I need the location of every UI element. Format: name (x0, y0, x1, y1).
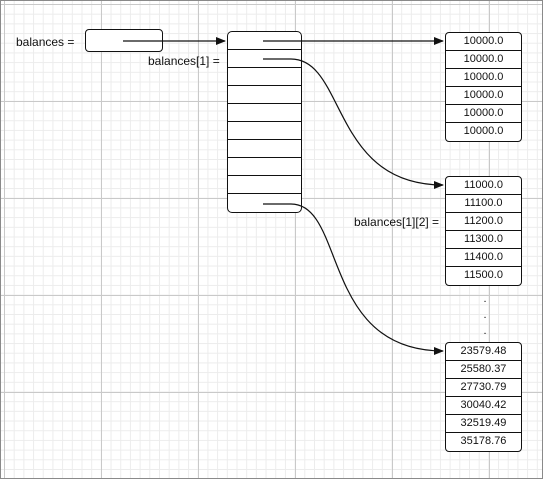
balances-label: balances = (16, 35, 75, 49)
row-array-0: 10000.0 10000.0 10000.0 10000.0 10000.0 … (445, 32, 522, 142)
row-last-cell: 35178.76 (460, 435, 507, 447)
reference-cell (228, 50, 301, 68)
ellipsis-dot: . (483, 309, 487, 321)
row-1-cell: 11200.0 (446, 213, 521, 231)
row-1-cell: 11400.0 (446, 249, 521, 267)
reference-cell (228, 68, 301, 86)
row-last-cell: 32519.49 (446, 415, 521, 433)
row-0-cell: 10000.0 (446, 33, 521, 51)
balances-element-label: balances[1][2] = (354, 215, 440, 229)
reference-cell (228, 122, 301, 140)
row-last-cell: 25580.37 (446, 361, 521, 379)
reference-cell (228, 158, 301, 176)
row-0-cell: 10000.0 (446, 87, 521, 105)
row-0-cell: 10000.0 (446, 105, 521, 123)
balances-row-label: balances[1] = (148, 54, 220, 68)
reference-cell (228, 176, 301, 194)
row-array-1: 11000.0 11100.0 11200.0 11300.0 11400.0 … (445, 176, 522, 286)
row-array-last: 23579.48 25580.37 27730.79 30040.42 3251… (445, 342, 522, 452)
row-1-cell: 11000.0 (446, 177, 521, 195)
reference-cell (228, 32, 301, 50)
last-row-arrow (290, 203, 444, 355)
ellipsis-dot: . (483, 293, 487, 305)
row-0-cell: 10000.0 (446, 69, 521, 87)
reference-cell (228, 104, 301, 122)
row-last-cell: 23579.48 (446, 343, 521, 361)
ellipsis-dot: . (483, 325, 487, 337)
row1-arrow (290, 58, 444, 189)
row-last-cell: 30040.42 (446, 397, 521, 415)
outer-reference-array (227, 31, 302, 213)
reference-cell (228, 140, 301, 158)
row-1-cell: 11100.0 (446, 195, 521, 213)
row-1-cell: 11300.0 (446, 231, 521, 249)
row-0-cell: 10000.0 (446, 51, 521, 69)
row-1-cell: 11500.0 (464, 269, 503, 281)
reference-cell (228, 86, 301, 104)
row-last-cell: 27730.79 (446, 379, 521, 397)
row-0-cell: 10000.0 (463, 125, 504, 137)
